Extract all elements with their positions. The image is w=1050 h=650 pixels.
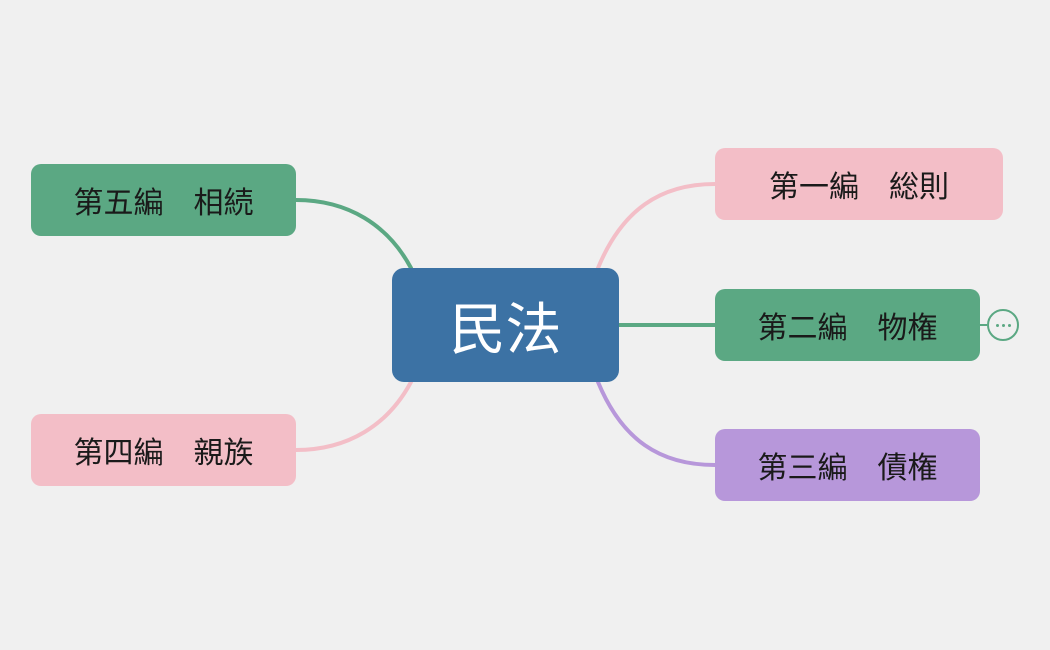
more-icon: [995, 323, 1011, 327]
connector-branch-5: [294, 198, 413, 270]
branch-topic-succession[interactable]: 第五編 相続: [31, 164, 296, 236]
expand-collapsed-button[interactable]: [987, 309, 1019, 341]
central-topic[interactable]: 民法: [392, 268, 619, 382]
connector-branch-1: [596, 182, 717, 270]
branch-topic-real-rights[interactable]: 第二編 物権: [715, 289, 980, 361]
branch-topic-obligations[interactable]: 第三編 債権: [715, 429, 980, 501]
branch-topic-relatives[interactable]: 第四編 親族: [31, 414, 296, 486]
connector-branch-4: [294, 380, 413, 452]
branch-topic-general-provisions[interactable]: 第一編 総則: [715, 148, 1003, 220]
connector-branch-3: [596, 380, 717, 467]
